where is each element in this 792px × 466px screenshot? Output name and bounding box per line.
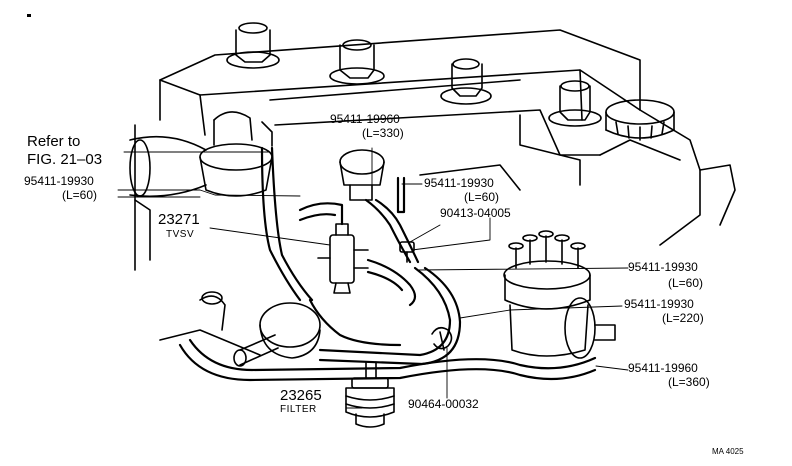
left-hose-length: (L=60) [62,188,98,202]
filter-part-number: 23265 [280,387,322,404]
vacuum-filter [345,361,395,428]
figure-code: MA 4025 [712,447,744,456]
figure-reference-label: FIG. 21–03 [27,151,103,168]
fitting-part-number: 90413-04005 [440,206,511,220]
top-hose-part-number: 95411-19960 [330,112,400,126]
air-cleaner-outlet [129,111,273,198]
vacuum-actuator [159,291,321,367]
right-upper-hose-length: (L=60) [464,190,500,204]
corner-mark [27,14,31,17]
tvsv-name: TVSV [166,229,195,240]
engine-block [134,29,736,271]
vacuum-switch [339,149,385,201]
clip-part-number: 90464-00032 [408,397,479,411]
right-mid-hose-length: (L=60) [668,276,704,290]
oil-filler-cap [605,99,675,141]
distributor [503,230,616,359]
hose-clip [431,326,453,351]
right-mid-hose-part-number: 95411-19930 [628,260,698,274]
refer-to-label: Refer to [27,133,81,150]
leader-lines [117,147,629,409]
tvsv-part-number: 23271 [158,211,200,228]
right-lower-hose-part-number: 95411-19930 [624,297,694,311]
left-hose-part-number: 95411-19930 [24,174,94,188]
spark-plug-towers [226,22,602,127]
vacuum-hoses [178,146,597,382]
right-upper-hose-part-number: 95411-19930 [424,176,494,190]
bottom-hose-length: (L=360) [668,375,710,389]
top-hose-length: (L=330) [362,126,404,140]
filter-name: FILTER [280,404,317,415]
hose-fitting [399,241,415,263]
bottom-hose-part-number: 95411-19960 [628,361,698,375]
right-lower-hose-length: (L=220) [662,311,704,325]
tvsv-valve [317,223,369,294]
